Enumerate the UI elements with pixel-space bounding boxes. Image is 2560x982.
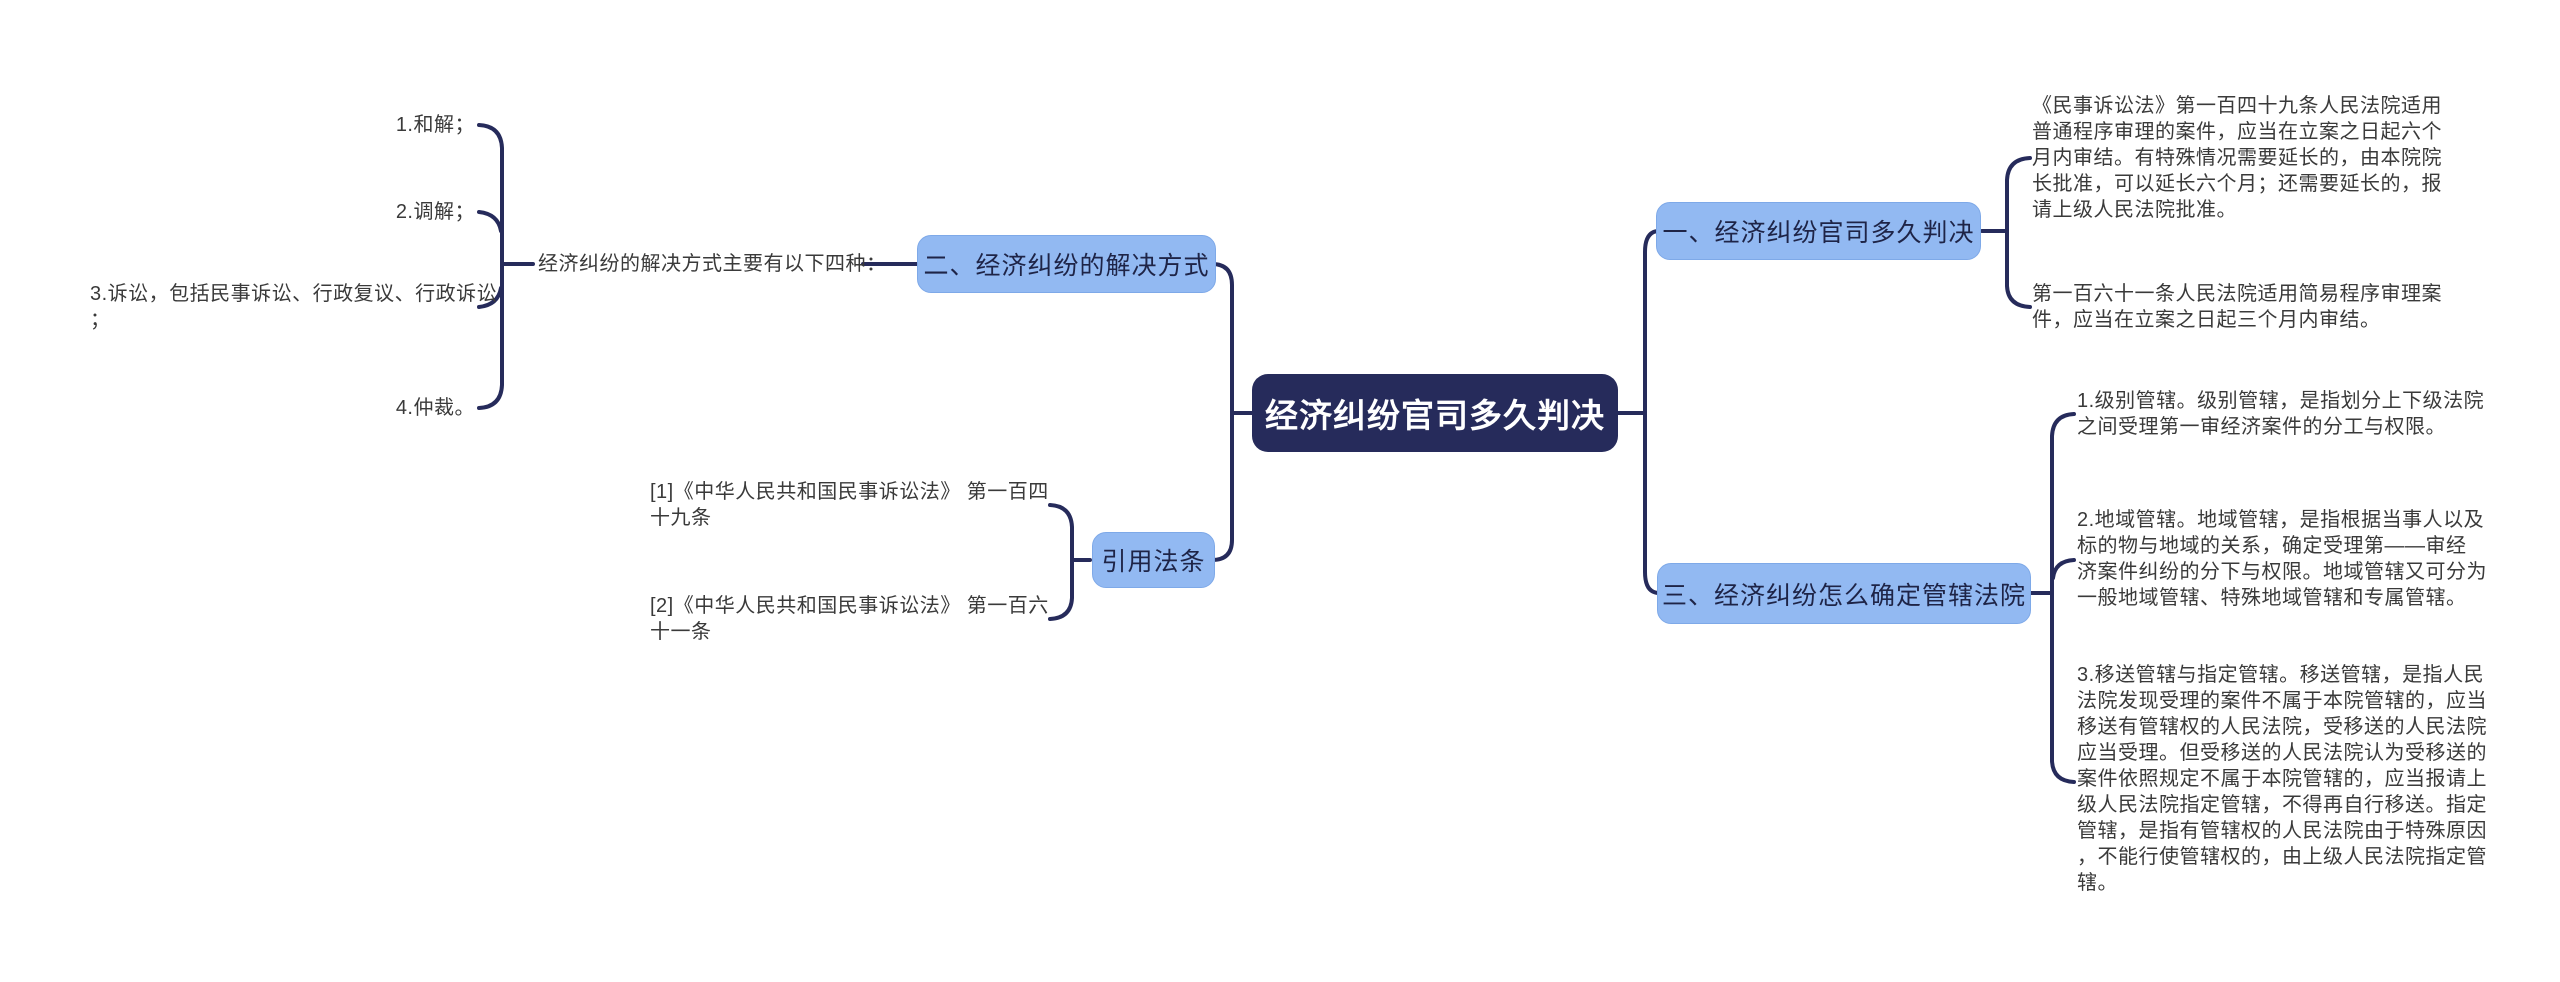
topic-jurisdiction-territorial[interactable]: 2.地域管辖。地域管辖，是指根据当事人以及 标的物与地域的关系，确定受理第——审…: [2077, 509, 2487, 609]
topic-solutions-intro[interactable]: 经济纠纷的解决方式主要有以下四种：: [538, 253, 887, 275]
topic-citation-2[interactable]: [2]《中华人民共和国民事诉讼法》 第一百六 十一条: [650, 595, 1049, 643]
connector-left-trunk: [1210, 262, 1258, 562]
topic-citation-1[interactable]: [1]《中华人民共和国民事诉讼法》 第一百四 十九条: [650, 481, 1049, 529]
bracket-duration: [1980, 156, 2032, 309]
topic-duration-summary[interactable]: 第一百六十一条人民法院适用简易程序审理案 件，应当在立案之日起三个月内审结。: [2032, 283, 2442, 331]
branch-node-citations[interactable]: 引用法条: [1092, 532, 1215, 588]
topic-solution-item-3[interactable]: 3.诉讼，包括民事诉讼、行政复议、行政诉讼 ；: [90, 283, 498, 331]
branch-node-duration[interactable]: 一、经济纠纷官司多久判决: [1656, 202, 1981, 260]
branch-node-jurisdiction[interactable]: 三、经济纠纷怎么确定管辖法院: [1657, 563, 2031, 624]
topic-solution-item-4[interactable]: 4.仲裁。: [395, 397, 475, 419]
central-topic-node[interactable]: 经济纠纷官司多久判决: [1252, 374, 1618, 452]
topic-duration-ordinary[interactable]: 《民事诉讼法》第一百四十九条人民法院适用 普通程序审理的案件，应当在立案之日起六…: [2032, 95, 2442, 221]
bracket-jurisdiction: [2029, 412, 2076, 784]
topic-jurisdiction-transfer[interactable]: 3.移送管辖与指定管辖。移送管辖，是指人民 法院发现受理的案件不属于本院管辖的，…: [2077, 664, 2487, 894]
topic-solution-item-2[interactable]: 2.调解；: [395, 201, 475, 223]
connector-right-trunk: [1616, 229, 1660, 595]
branch-node-solutions[interactable]: 二、经济纠纷的解决方式: [917, 235, 1216, 293]
topic-solution-item-1[interactable]: 1.和解；: [395, 114, 475, 136]
topic-jurisdiction-level[interactable]: 1.级别管辖。级别管辖，是指划分上下级法院 之间受理第一审经济案件的分工与权限。: [2077, 390, 2485, 438]
bracket-solutions: [477, 123, 535, 410]
bracket-citations: [1048, 503, 1092, 621]
